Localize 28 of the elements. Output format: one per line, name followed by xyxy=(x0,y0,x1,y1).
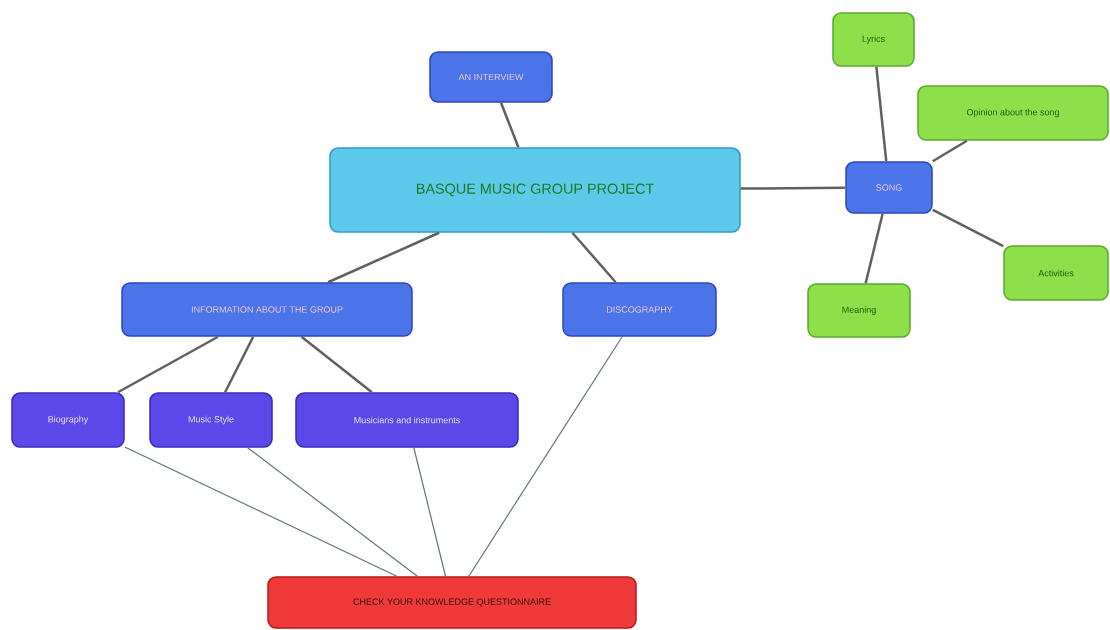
connector xyxy=(499,102,520,148)
connector xyxy=(117,335,219,394)
questionnaire-box: CHECK YOUR KNOWLEDGE QUESTIONNAIRE xyxy=(267,576,637,629)
topic-box: AN INTERVIEW xyxy=(429,51,553,103)
connector xyxy=(571,231,617,284)
connector xyxy=(932,208,1004,248)
connector xyxy=(247,447,418,577)
connector xyxy=(932,139,968,163)
connector xyxy=(468,336,623,577)
subtopic-box: Meaning xyxy=(807,283,911,338)
topic-box: INFORMATION ABOUT THE GROUP xyxy=(121,282,413,337)
topic-box: DISCOGRAPHY xyxy=(562,282,717,337)
subtopic-box: Opinion about the song xyxy=(917,85,1109,141)
topic-box: SONG xyxy=(845,161,933,214)
connector xyxy=(875,66,888,162)
connector xyxy=(413,447,447,577)
subtopic-box: Music Style xyxy=(149,392,273,448)
connector xyxy=(740,186,846,190)
connector xyxy=(124,446,398,577)
connector xyxy=(864,213,884,284)
subtopic-box: Biography xyxy=(11,392,125,448)
subtopic-box: Musicians and instruments xyxy=(295,392,519,448)
connector xyxy=(327,231,440,284)
main-topic-box: BASQUE MUSIC GROUP PROJECT xyxy=(329,147,741,233)
connector xyxy=(300,335,373,394)
subtopic-box: Lyrics xyxy=(832,12,915,67)
connector xyxy=(223,336,255,393)
subtopic-box: Activities xyxy=(1003,245,1109,301)
